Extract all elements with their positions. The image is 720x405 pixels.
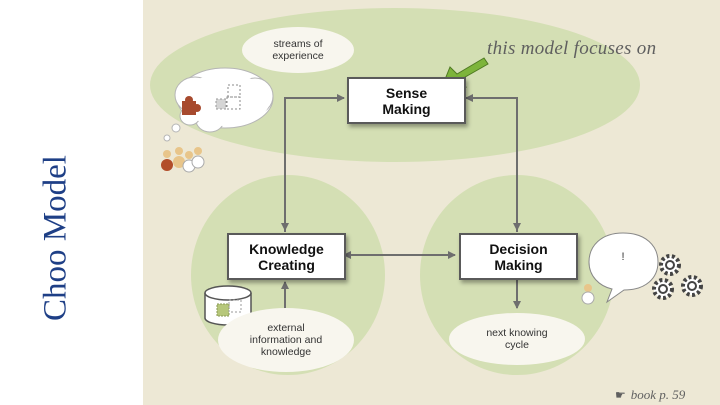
focus-annotation: this model focuses on [487,38,657,59]
pointing-hand-icon: ☛ [615,387,626,402]
book-reference-text: book p. 59 [630,387,686,402]
external-information-bubble: external information and knowledge [218,308,354,372]
knowledge-creating-box: Knowledge Creating [227,233,346,280]
speech-bubble-text: ! [621,251,625,263]
next-knowing-cycle-bubble: next knowing cycle [449,313,585,365]
sense-making-box: Sense Making [347,77,466,124]
book-reference: ☛ book p. 59 [615,387,685,403]
streams-of-experience-bubble: streams of experience [242,27,354,73]
decision-making-box: Decision Making [459,233,578,280]
